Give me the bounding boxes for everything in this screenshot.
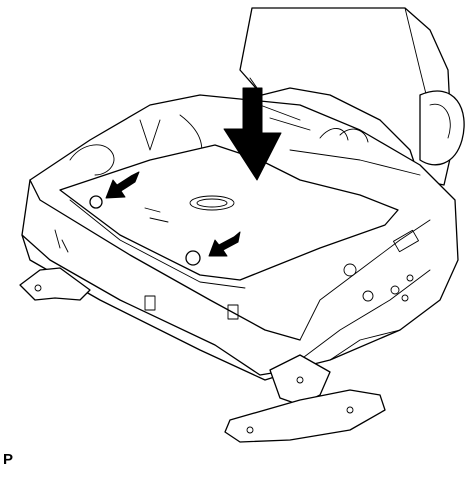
left-hole-arrow <box>105 171 140 199</box>
illustration-code-label: P <box>3 451 14 468</box>
seat-rails <box>19 267 401 443</box>
left-hole-marker <box>89 195 103 209</box>
push-down-arrow <box>223 87 282 181</box>
cushion-pad <box>59 144 399 289</box>
right-hole-marker <box>185 250 201 266</box>
right-hole-arrow <box>208 231 241 257</box>
seatback <box>239 7 465 186</box>
